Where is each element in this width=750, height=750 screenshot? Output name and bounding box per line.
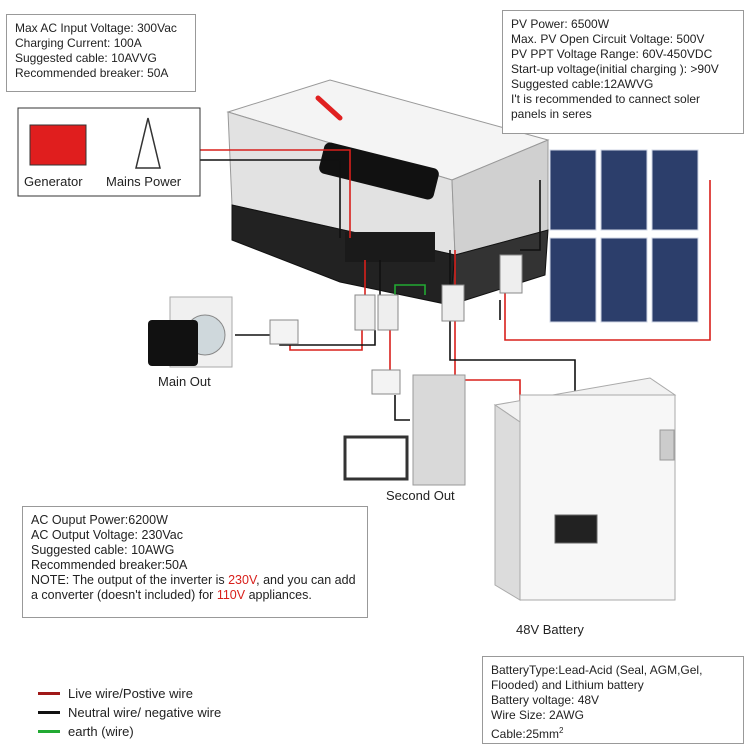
legend-neutral: Neutral wire/ negative wire: [38, 703, 221, 722]
generator-label: Generator: [24, 174, 83, 189]
battery: [493, 377, 677, 601]
battery-label: 48V Battery: [516, 622, 584, 637]
note-voltage-110: 110V: [216, 588, 246, 602]
solar-panels: [549, 149, 699, 323]
note-voltage-230: 230V: [228, 573, 257, 587]
wire-legend: Live wire/Postive wire Neutral wire/ neg…: [38, 684, 221, 741]
battery-line: BatteryType:Lead-Acid (Seal, AGM,Gel, Fl…: [491, 663, 703, 692]
note-text: appliances.: [245, 588, 312, 602]
earth-wire-swatch: [38, 730, 60, 733]
legend-label: earth (wire): [68, 724, 134, 739]
second-out-label: Second Out: [386, 488, 455, 503]
sources-illustration: [17, 107, 201, 197]
live-wire-swatch: [38, 692, 60, 695]
pv-line: Max. PV Open Circuit Voltage: 500V: [511, 32, 705, 46]
ac-output-line: AC Ouput Power:6200W: [31, 513, 168, 527]
pv-line: Start-up voltage(initial charging ): >90…: [511, 62, 719, 76]
note-text: , and you can add a converter (doesn't i…: [31, 573, 356, 602]
main-out-appliances: [148, 296, 233, 368]
main-out-label: Main Out: [158, 374, 211, 389]
battery-cable-line: Cable:25mm2: [491, 723, 735, 742]
battery-cable-sup: 2: [559, 726, 564, 735]
neutral-wire-swatch: [38, 711, 60, 714]
ac-input-specs-box: Max AC Input Voltage: 300Vac Charging Cu…: [6, 14, 196, 92]
note-text: NOTE: The output of the inverter is: [31, 573, 229, 587]
battery-specs-box: BatteryType:Lead-Acid (Seal, AGM,Gel, Fl…: [482, 656, 744, 744]
pv-line: I't is recommended to cannect soler pane…: [511, 92, 701, 121]
legend-earth: earth (wire): [38, 722, 221, 741]
pv-line: Suggested cable:12AWVG: [511, 77, 654, 91]
ac-input-line: Recommended breaker: 50A: [15, 66, 169, 80]
ac-output-specs-box: AC Ouput Power:6200W AC Output Voltage: …: [22, 506, 368, 618]
battery-line: Battery voltage: 48V: [491, 693, 600, 707]
ac-input-line: Max AC Input Voltage: 300Vac: [15, 21, 177, 35]
ac-input-line: Suggested cable: 10AVVG: [15, 51, 157, 65]
breakers: [269, 254, 523, 395]
pv-line: PV PPT Voltage Range: 60V-450VDC: [511, 47, 713, 61]
battery-cable: Cable:25mm: [491, 727, 560, 741]
pv-line: PV Power: 6500W: [511, 17, 610, 31]
legend-label: Live wire/Postive wire: [68, 686, 193, 701]
battery-line: Wire Size: 2AWG: [491, 708, 584, 722]
ac-output-line: AC Output Voltage: 230Vac: [31, 528, 183, 542]
ac-output-line: Recommended breaker:50A: [31, 558, 188, 572]
ac-output-line: Suggested cable: 10AWG: [31, 543, 175, 557]
second-out-appliances: [343, 374, 466, 486]
inverter: [226, 79, 550, 306]
ac-input-line: Charging Current: 100A: [15, 36, 142, 50]
legend-label: Neutral wire/ negative wire: [68, 705, 222, 720]
legend-live: Live wire/Postive wire: [38, 684, 221, 703]
mains-power-label: Mains Power: [106, 174, 182, 189]
ac-output-note: NOTE: The output of the inverter is 230V…: [31, 573, 356, 602]
pv-specs-box: PV Power: 6500W Max. PV Open Circuit Vol…: [502, 10, 744, 134]
